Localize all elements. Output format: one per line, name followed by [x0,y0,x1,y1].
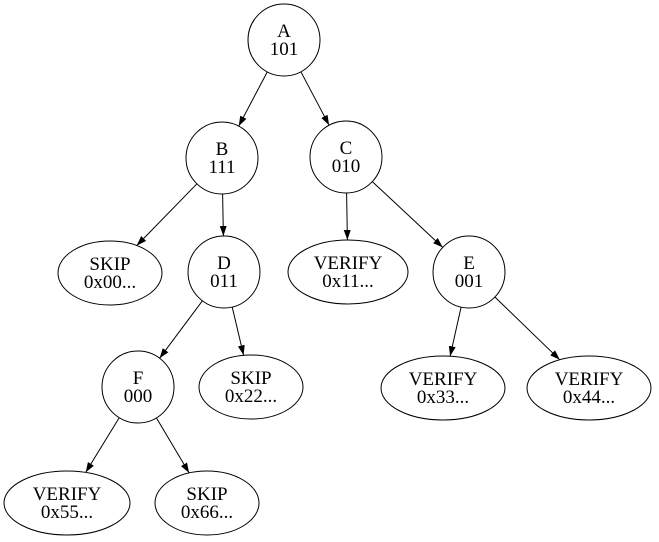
node-label-line2: 0x11... [322,271,374,292]
node-label-line1: VERIFY [409,369,478,390]
circle-shape [185,121,259,195]
circle-shape [432,235,506,309]
edge-B-D [219,193,227,237]
node-label-line2: 011 [210,271,238,292]
edge-D-SKIP_0x22 [231,306,245,356]
node-label-line2: 0x55... [41,502,93,523]
edge-C-VERIFY_0x11 [343,192,351,241]
node-label-line1: SKIP [89,254,130,275]
circle-shape [309,120,383,194]
node-label-line2: 0x33... [417,387,469,408]
ellipse-shape [380,355,506,421]
node-label-line1: F [133,368,144,389]
node-label-line2: 101 [270,39,299,60]
circle-shape [187,235,261,309]
edge-E-VERIFY_0x33 [448,306,462,357]
node-label-line2: 0x44... [563,387,615,408]
node-label-line1: D [217,253,231,274]
node-label-line2: 111 [208,157,235,178]
node-label-line1: A [277,21,291,42]
edge-C-E [371,181,444,248]
ellipse-shape [57,240,163,306]
node-label-line2: 001 [455,271,484,292]
circle-shape [101,350,175,424]
node-label-line1: SKIP [230,368,271,389]
edge-B-SKIP_0x00 [136,183,198,246]
ellipse-shape [287,239,409,305]
node-label-line1: VERIFY [314,253,383,274]
edge-A-B [238,71,268,127]
node-label-line2: 0x22... [225,386,277,407]
edge-A-C [300,71,330,126]
node-label-line2: 010 [332,156,361,177]
edge-F-SKIP_0x66 [155,417,190,474]
node-label-line1: B [216,139,229,160]
node-label-line1: VERIFY [555,369,624,390]
ellipse-shape [154,470,260,536]
ellipse-shape [3,470,131,536]
node-label-line2: 0x00... [84,272,136,293]
ellipse-shape [526,355,652,421]
circle-shape [247,3,321,77]
edge-F-VERIFY_0x55 [85,417,120,473]
node-label-line1: C [340,138,353,159]
node-label-line1: SKIP [186,484,227,505]
node-label-line1: E [463,253,475,274]
node-label-line2: 000 [124,386,153,407]
ellipse-shape [198,354,304,420]
edges-layer [85,71,561,474]
node-label-line2: 0x66... [181,502,233,523]
edge-E-VERIFY_0x44 [494,296,561,361]
node-label-line1: VERIFY [33,484,102,505]
edge-D-F [159,300,203,359]
